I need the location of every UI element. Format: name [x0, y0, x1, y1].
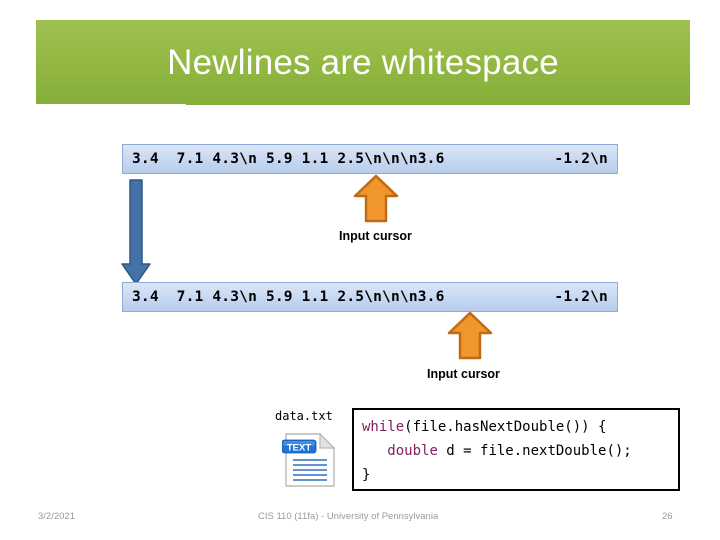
code-block: while(file.hasNextDouble()) { double d =… — [352, 408, 680, 491]
footer-date: 3/2/2021 — [38, 511, 75, 522]
data-line-1-right: -1.2\n — [554, 151, 608, 167]
data-file-label: data.txt — [275, 409, 333, 423]
footer-page-number: 26 — [662, 511, 673, 522]
data-line-1-left: 3.4 7.1 4.3\n 5.9 1.1 2.5\n\n\n3.6 — [132, 151, 445, 167]
input-cursor-arrow-2 — [447, 311, 493, 360]
input-cursor-label-2: Input cursor — [427, 367, 500, 381]
title-banner — [36, 20, 690, 105]
data-line-inner-1: 3.4 7.1 4.3\n 5.9 1.1 2.5\n\n\n3.6 -1.2\… — [132, 151, 617, 167]
code-line1-rest: (file.hasNextDouble()) { — [404, 419, 607, 435]
input-cursor-arrow-1 — [353, 174, 399, 223]
page-title: Newlines are whitespace — [167, 42, 559, 82]
data-line-box-2: 3.4 7.1 4.3\n 5.9 1.1 2.5\n\n\n3.6 -1.2\… — [122, 282, 618, 312]
footer-course-label: CIS 110 (11fa) - University of Pennsylva… — [258, 511, 439, 522]
text-file-icon: TEXT — [282, 432, 336, 487]
text-file-badge-label: TEXT — [287, 442, 311, 453]
data-line-inner-2: 3.4 7.1 4.3\n 5.9 1.1 2.5\n\n\n3.6 -1.2\… — [132, 289, 617, 305]
code-keyword-double: double — [387, 443, 438, 459]
code-keyword-while: while — [362, 419, 405, 435]
code-line3: } — [362, 467, 371, 483]
flow-down-arrow — [121, 179, 151, 285]
data-line-2-left: 3.4 7.1 4.3\n 5.9 1.1 2.5\n\n\n3.6 — [132, 289, 445, 305]
input-cursor-label-1: Input cursor — [339, 229, 412, 243]
code-line2-rest: d = file.nextDouble(); — [437, 443, 632, 459]
title-underline — [36, 104, 186, 106]
data-line-2-right: -1.2\n — [554, 289, 608, 305]
data-line-box-1: 3.4 7.1 4.3\n 5.9 1.1 2.5\n\n\n3.6 -1.2\… — [122, 144, 618, 174]
code-line2-indent — [362, 443, 387, 459]
